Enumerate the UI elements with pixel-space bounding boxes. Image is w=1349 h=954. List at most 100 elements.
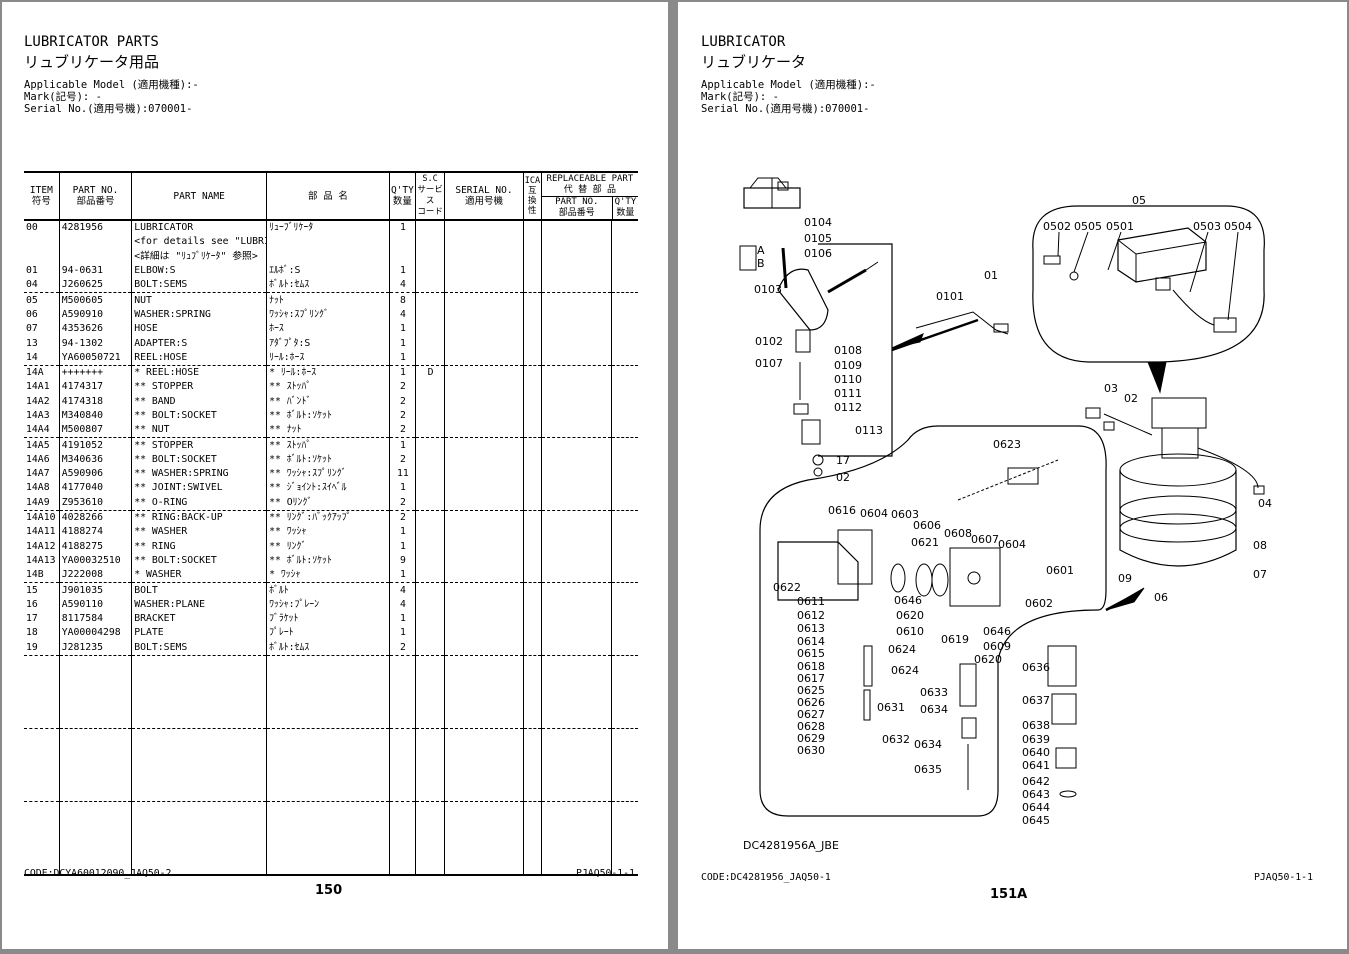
cell-empty (444, 568, 524, 583)
callout-0504: 0504 (1224, 220, 1252, 233)
callout-0109: 0109 (834, 359, 862, 372)
cell-empty (522, 307, 542, 323)
cell-empty (522, 278, 542, 293)
cell-name: LUBRICATOR (131, 220, 267, 236)
cell-empty (444, 292, 524, 308)
cell-empty (611, 423, 638, 438)
col-part-name-jp: 部 品 名 (266, 171, 390, 221)
cell-part-no: YA00032510 (58, 553, 132, 569)
cell-name-jp: ** ｼﾞｮｲﾝﾄ:ｽｲﾍﾞﾙ (266, 481, 390, 496)
cell-item (24, 235, 59, 249)
cell-empty (131, 727, 267, 802)
cell-empty (611, 525, 638, 540)
callout-01: 01 (984, 269, 998, 282)
callout-0102: 0102 (755, 335, 783, 348)
callout-0621: 0621 (911, 536, 939, 549)
cell-empty (444, 263, 524, 279)
cell-empty (522, 350, 542, 366)
cell-part-no: 94-0631 (58, 263, 132, 279)
callout-0108: 0108 (834, 344, 862, 357)
cell-item: 14A9 (26, 496, 50, 508)
cell-empty (540, 525, 612, 540)
cell-empty (24, 727, 60, 802)
cell-item: 01 (26, 265, 38, 277)
cell-empty (444, 481, 524, 496)
cell-empty (611, 800, 638, 876)
cell-empty (522, 553, 542, 569)
cell-name: ADAPTER:S (131, 336, 267, 351)
cell-empty (540, 481, 612, 496)
cell-sc (415, 525, 445, 540)
cell-sc (415, 509, 445, 526)
cell-empty (444, 539, 524, 554)
nozzle-parts (793, 362, 824, 477)
cell-empty (522, 640, 542, 656)
callout-09: 09 (1118, 572, 1132, 585)
cell-part-no (58, 235, 132, 250)
cell-empty (522, 467, 542, 482)
cell-item: 14A7 (26, 468, 50, 480)
cell-empty (611, 394, 638, 409)
detail-bubble-06 (759, 425, 1107, 817)
callout-0611: 0611 (797, 595, 825, 608)
cell-sc (415, 249, 445, 264)
cell-empty (415, 800, 445, 876)
cell-empty (611, 582, 638, 598)
callout-0112: 0112 (834, 401, 862, 414)
cell-empty (540, 800, 612, 876)
callout-0502: 0502 (1043, 220, 1071, 233)
cell-part-no: 4174317 (58, 380, 132, 395)
cell-empty (58, 654, 132, 729)
cell-empty (388, 800, 416, 876)
cell-part-no: 94-1302 (58, 336, 132, 351)
page-number: 151A (990, 887, 1028, 902)
cell-sc (415, 626, 445, 641)
cell-empty (522, 263, 542, 279)
cell-name: ** STOPPER (131, 437, 267, 453)
cell-name: ** O-RING (131, 495, 267, 511)
cell-empty (611, 220, 638, 236)
callout-0644: 0644 (1022, 801, 1050, 814)
cell-empty (522, 394, 542, 409)
cell-qty: 2 (388, 394, 416, 409)
cell-part-no: 4188274 (58, 525, 132, 540)
callout-0105: 0105 (804, 232, 832, 245)
cell-name: BOLT:SEMS (131, 640, 267, 656)
cell-empty (540, 364, 612, 381)
cell-empty (522, 336, 542, 351)
cell-name-jp: ** ﾅｯﾄ (266, 423, 390, 438)
cell-empty (611, 437, 638, 453)
cell-sc (415, 553, 445, 569)
cell-sc (415, 394, 445, 409)
cell-empty (444, 364, 524, 381)
cell-empty (388, 727, 416, 802)
callout-0104: 0104 (804, 216, 832, 229)
cell-empty (522, 626, 542, 641)
cell-name-jp: ** Oﾘﾝｸﾞ (266, 495, 390, 511)
cell-empty (540, 249, 612, 264)
cell-part-no: J260625 (58, 278, 132, 293)
cell-qty: 1 (388, 336, 416, 351)
callout-05: 05 (1132, 194, 1146, 207)
cell-empty (444, 495, 524, 511)
cell-name: ** BAND (131, 394, 267, 409)
cell-empty (415, 727, 445, 802)
cell-name: REEL:HOSE (131, 350, 267, 366)
machine-orientation-icon (743, 177, 801, 209)
cell-item: 07 (26, 323, 38, 335)
col-part-name: PART NAME (131, 171, 267, 221)
cell-empty (444, 452, 524, 468)
cell-name-jp: ** ﾜｯｼｬ:ｽﾌﾟﾘﾝｸﾞ (266, 467, 390, 482)
cell-name-jp: ﾜｯｼｬ:ｽﾌﾟﾘﾝｸﾞ (266, 307, 390, 323)
cell-empty (444, 727, 524, 802)
cell-sc (415, 307, 445, 323)
ref-footer: PJAQ50-1-1 (576, 868, 635, 879)
table-row-blank (24, 654, 638, 729)
